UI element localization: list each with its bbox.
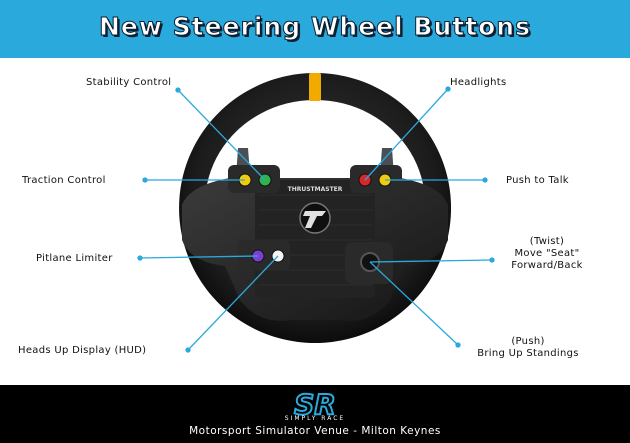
label-push-to-talk: Push to Talk — [506, 175, 569, 186]
label-push-line1: (Push) — [511, 336, 545, 347]
label-push-standings: (Push) Bring Up Standings — [458, 336, 598, 360]
hub-logo-icon — [303, 211, 326, 228]
leader-dot — [445, 86, 451, 92]
label-twist-line1: (Twist) — [529, 236, 565, 247]
logo-mark-text: SR — [294, 388, 336, 421]
wheel-brand-text: THRUSTMASTER — [288, 186, 343, 193]
leader-dot — [175, 87, 181, 93]
leader-lines — [137, 86, 495, 353]
leader-twist — [369, 259, 493, 263]
leader-headlights — [364, 88, 449, 181]
label-pitlane-limiter: Pitlane Limiter — [36, 253, 113, 264]
simply-race-logo: SR — [293, 387, 337, 422]
label-push-line2: Bring Up Standings — [477, 348, 579, 359]
leader-hud — [187, 255, 279, 351]
label-heads-up-display: Heads Up Display (HUD) — [18, 345, 147, 356]
right-upper-pod — [350, 165, 402, 193]
leader-push — [369, 261, 459, 346]
title-banner — [0, 0, 630, 58]
leader-dot — [455, 342, 461, 348]
top-center-marker — [309, 73, 321, 101]
brand-name: SIMPLY RACE — [284, 415, 346, 422]
label-traction-control: Traction Control — [22, 175, 106, 186]
label-twist-line2: Move "Seat" — [514, 248, 580, 259]
footer-bar — [0, 385, 630, 443]
leader-dot — [489, 257, 495, 263]
label-twist-seat: (Twist) Move "Seat" Forward/Back — [497, 236, 597, 272]
leader-dot — [185, 347, 191, 353]
label-twist-line3: Forward/Back — [511, 260, 583, 271]
leader-dot — [137, 255, 143, 261]
leader-dot — [482, 177, 488, 183]
leader-stability-control — [177, 89, 266, 181]
label-headlights: Headlights — [450, 77, 507, 88]
label-stability-control: Stability Control — [86, 77, 172, 88]
footer-venue-text: Motorsport Simulator Venue - Milton Keyn… — [189, 425, 441, 437]
leader-dot — [142, 177, 148, 183]
leader-pitlane-limiter — [139, 255, 259, 259]
page-title: New Steering Wheel Buttons — [98, 12, 531, 42]
